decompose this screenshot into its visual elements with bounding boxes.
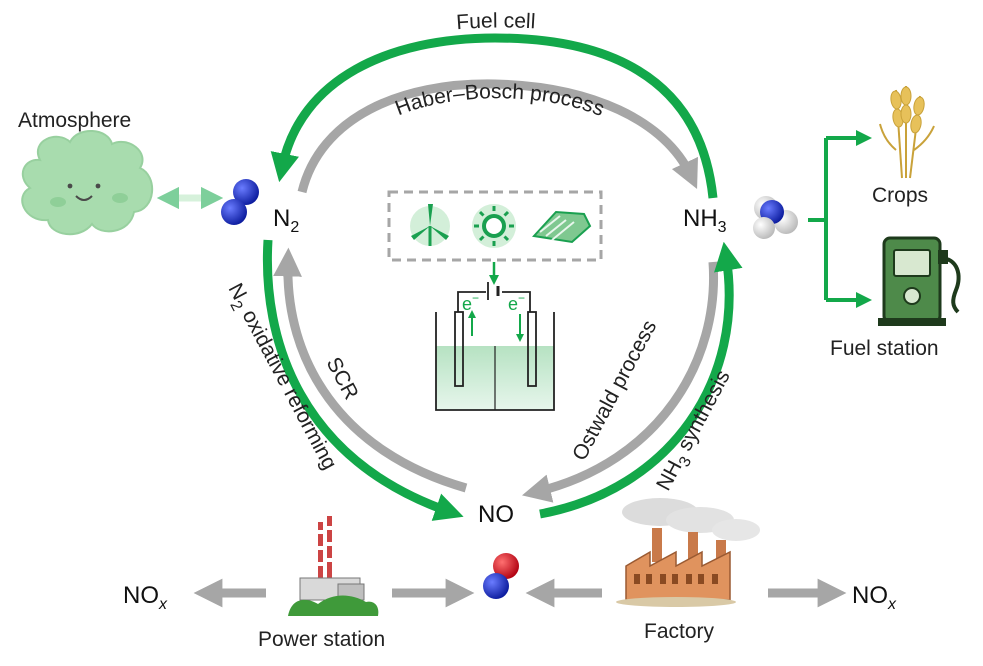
nox-left-label: NOx <box>123 582 168 613</box>
scr-arrow <box>273 247 468 493</box>
haber-bosch-arrow <box>297 79 698 194</box>
nox-right-label: NOx <box>852 582 897 613</box>
svg-text:Ostwald process: Ostwald process <box>568 316 661 464</box>
crops-label: Crops <box>872 184 928 207</box>
power-station-icon <box>288 516 379 616</box>
wheat-icon <box>879 86 935 179</box>
ostwald-arrow <box>522 261 719 503</box>
nh3-synthesis-arrow <box>539 241 743 519</box>
wind-turbine-icon <box>410 204 450 246</box>
ostwald-label: Ostwald process <box>568 316 661 464</box>
factory-label: Factory <box>644 620 715 643</box>
cloud-icon <box>21 129 154 236</box>
ammonia-uses-branch <box>808 130 872 308</box>
no-molecule-icon <box>483 553 519 599</box>
n2-label: N2 <box>273 205 299 236</box>
svg-text:N2 oxidative reforming: N2 oxidative reforming <box>219 280 341 476</box>
fuel-pump-icon <box>878 236 961 326</box>
electron-right-label: e− <box>508 291 525 314</box>
electron-left-label: e− <box>462 291 479 314</box>
n2-oxidative-reforming-arrow <box>262 239 464 521</box>
sun-icon <box>472 204 516 248</box>
fuel-cell-label: Fuel cell <box>456 9 537 34</box>
n2-molecule-icon <box>221 179 259 225</box>
nh3-label: NH3 <box>683 205 727 236</box>
fuel-cell-arrow <box>270 33 718 199</box>
n2-oxidative-reforming-label: N2 oxidative reforming <box>219 280 342 476</box>
factory-icon <box>616 498 760 607</box>
no-label: NO <box>478 501 514 528</box>
renewable-sources-box <box>387 190 603 262</box>
power-station-label: Power station <box>258 628 385 651</box>
fuel-station-label: Fuel station <box>830 337 939 360</box>
hydro-icon <box>532 210 592 244</box>
svg-text:NH3 synthesis: NH3 synthesis <box>652 366 739 496</box>
nh3-synthesis-label: NH3 synthesis <box>652 366 739 496</box>
electrolyzer-icon <box>435 282 555 411</box>
nh3-molecule-icon <box>753 196 798 239</box>
atmosphere-label: Atmosphere <box>18 109 131 132</box>
